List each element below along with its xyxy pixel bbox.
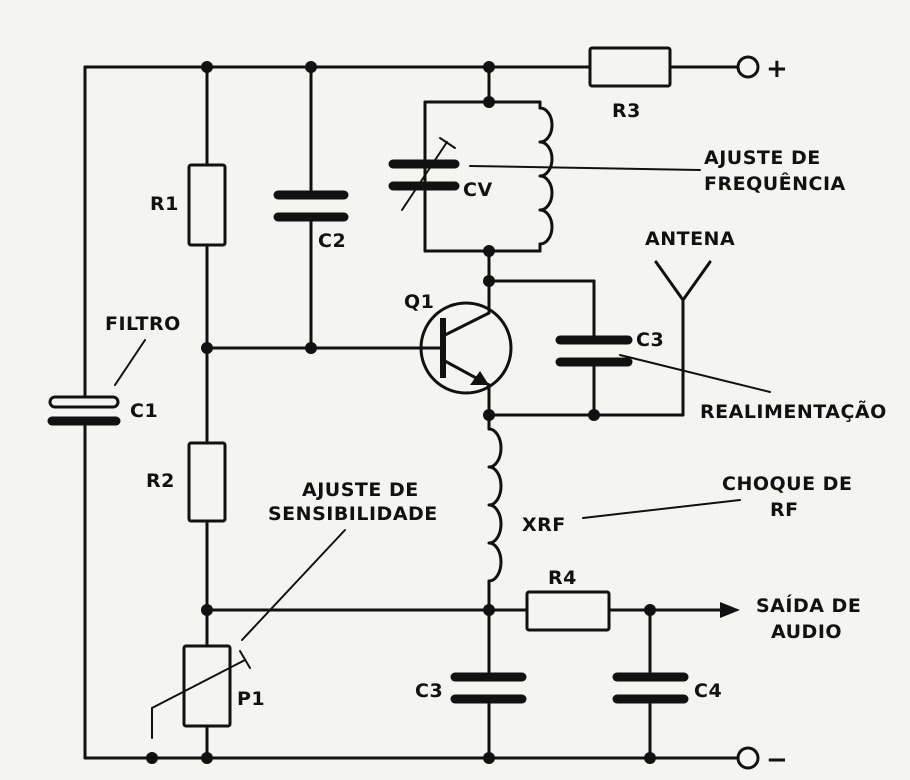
terminal-plus-label: + <box>766 54 788 84</box>
audio-out-arrow <box>720 602 740 618</box>
saida-audio-label-2: AUDIO <box>771 621 842 643</box>
sensibilidade-leader <box>241 529 346 641</box>
ajuste-sensibilidade-label-1: AJUSTE DE <box>302 479 419 501</box>
c3-output-label: C3 <box>415 680 443 702</box>
capacitor-c1: C1 <box>47 395 158 426</box>
resistor-r4: R4 <box>525 567 611 632</box>
choque-rf-label-1: CHOQUE DE <box>722 473 852 495</box>
tank-circuit <box>423 65 542 253</box>
variable-capacitor-cv[interactable]: CV <box>388 137 493 211</box>
antenna: ANTENA <box>645 228 735 417</box>
q1-envelope <box>419 301 513 395</box>
resistor-r3: R3 <box>588 46 672 122</box>
r3-label: R3 <box>612 100 641 122</box>
p1-adjust-tee <box>239 650 251 669</box>
supply-rails <box>83 65 740 760</box>
q1-label: Q1 <box>404 291 434 313</box>
frequencia-leader <box>469 165 701 171</box>
capacitor-c3-output: C3 <box>415 608 527 760</box>
cv-adjust-arrow <box>401 141 448 211</box>
junctions <box>146 61 656 764</box>
capacitor-c2: C2 <box>273 65 349 350</box>
cv-adjust-tee <box>439 137 456 149</box>
q1-collector <box>441 311 491 338</box>
saida-audio-label-1: SAÍDA DE <box>756 594 861 617</box>
antena-label: ANTENA <box>645 228 735 250</box>
potentiometer-p1[interactable]: P1 <box>151 644 265 739</box>
r2-label: R2 <box>146 470 175 492</box>
ajuste-frequencia-label-1: AJUSTE DE <box>704 147 821 169</box>
resistor-r2: R2 <box>146 441 227 523</box>
c2-label: C2 <box>318 230 346 252</box>
filtro-leader <box>114 339 146 386</box>
terminal-minus-label: − <box>766 745 788 775</box>
c1-plate-hollow <box>48 395 120 409</box>
capacitor-c4: C4 <box>612 608 722 760</box>
capacitor-c3-feedback: C3 <box>487 279 664 417</box>
terminal-minus[interactable]: − <box>736 745 788 775</box>
xrf-label: XRF <box>522 514 566 536</box>
c3-feedback-label: C3 <box>636 329 664 351</box>
filtro-label: FILTRO <box>105 313 181 335</box>
q1-emitter-arrow <box>470 371 489 385</box>
realimentacao-leader <box>619 354 771 393</box>
cv-label: CV <box>463 179 493 201</box>
realimentacao-label: REALIMENTAÇÃO <box>700 399 887 423</box>
transistor-q1: Q1 <box>404 249 513 417</box>
choque-leader <box>582 499 741 519</box>
r4-label: R4 <box>548 567 577 589</box>
r1-label: R1 <box>150 193 179 215</box>
p1-label: P1 <box>237 688 265 710</box>
p1-adjust-arrow <box>151 659 246 709</box>
tank-coil <box>538 106 554 246</box>
resistor-r1: R1 <box>150 163 227 247</box>
choque-rf-label-2: RF <box>770 499 799 521</box>
ajuste-frequencia-label-2: FREQUÊNCIA <box>704 172 846 195</box>
c4-label: C4 <box>694 680 722 702</box>
terminal-plus[interactable]: + <box>736 54 788 84</box>
c1-label: C1 <box>130 400 158 422</box>
ajuste-sensibilidade-label-2: SENSIBILIDADE <box>268 503 438 525</box>
